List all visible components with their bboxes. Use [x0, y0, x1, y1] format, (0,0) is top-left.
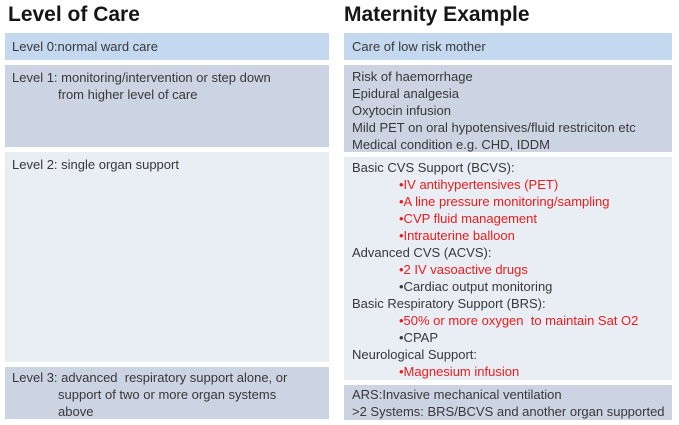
level-3-label-continued: support of two or more organ systems: [58, 387, 277, 402]
bullet-item: •CPAP: [399, 330, 438, 345]
maternity-level-0-row: Care of low risk mother: [344, 33, 672, 60]
bullet-item: •2 IV vasoactive drugs: [399, 262, 528, 277]
bullet-item: •Intrauterine balloon: [399, 228, 515, 243]
bullet-item: •Magnesium infusion: [399, 364, 520, 379]
text-line: >2 Systems: BRS/BCVS and another organ s…: [352, 404, 665, 419]
text-line: Risk of haemorrhage: [352, 69, 473, 84]
support-category-label: Neurological Support:: [352, 347, 478, 362]
level-1-label: Level 1: monitoring/intervention or step…: [12, 70, 271, 85]
level-0-row: Level 0:normal ward care: [5, 33, 329, 60]
left-column-title: Level of Care: [8, 3, 140, 26]
text-line: Mild PET on oral hypotensives/fluid rest…: [352, 120, 636, 135]
level-0-label: Level 0:normal ward care: [12, 39, 158, 54]
level-1-row: Level 1: monitoring/intervention or step…: [5, 65, 329, 147]
bullet-item: •Cardiac output monitoring: [399, 279, 553, 294]
bullet-item: •IV antihypertensives (PET): [399, 177, 559, 192]
text-line: Epidural analgesia: [352, 86, 459, 101]
maternity-level-2-row: Basic CVS Support (BCVS): •IV antihypert…: [344, 157, 672, 380]
level-3-label-continued: above: [58, 404, 94, 419]
right-column-title: Maternity Example: [344, 3, 530, 26]
text-line: Care of low risk mother: [352, 39, 486, 54]
text-line: ARS:Invasive mechanical ventilation: [352, 387, 562, 402]
text-line: Medical condition e.g. CHD, IDDM: [352, 137, 550, 152]
bullet-item: •CVP fluid management: [399, 211, 537, 226]
bullet-item: •A line pressure monitoring/sampling: [399, 194, 610, 209]
level-2-row: Level 2: single organ support: [5, 152, 329, 362]
level-1-label-continued: from higher level of care: [58, 87, 198, 102]
text-line: Oxytocin infusion: [352, 103, 451, 118]
level-3-label: Level 3: advanced respiratory support al…: [12, 370, 288, 385]
maternity-level-3-row: ARS:Invasive mechanical ventilation >2 S…: [344, 385, 672, 420]
support-category-label: Advanced CVS (ACVS):: [352, 245, 492, 260]
support-category-label: Basic Respiratory Support (BRS):: [352, 296, 546, 311]
bullet-item: •50% or more oxygen to maintain Sat O2: [399, 313, 639, 328]
support-category-label: Basic CVS Support (BCVS):: [352, 160, 515, 175]
level-3-row: Level 3: advanced respiratory support al…: [5, 367, 329, 419]
level-2-label: Level 2: single organ support: [12, 157, 179, 172]
maternity-level-1-row: Risk of haemorrhage Epidural analgesia O…: [344, 65, 672, 152]
